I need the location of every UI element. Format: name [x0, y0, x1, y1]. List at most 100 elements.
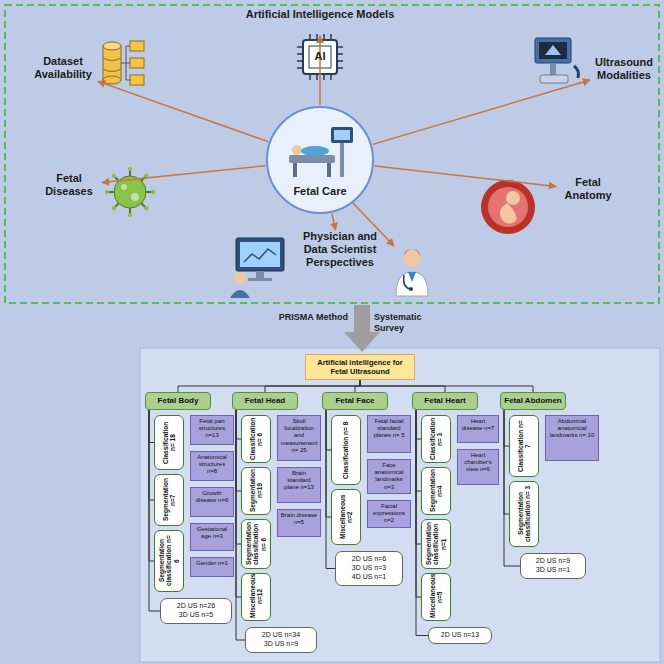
node-text: Classification n= 7 [517, 418, 532, 474]
step-label: PRISMA Method [268, 312, 348, 323]
topic-box: Heart disease n=7 [457, 415, 499, 443]
tree-panel [140, 348, 660, 662]
node-text: Brain disease n=5 [280, 512, 318, 526]
node-text: Fetal Heart [415, 396, 475, 406]
method-box: Segmentation n=19 [241, 467, 271, 515]
node-text: Classification n= 18 [162, 418, 177, 467]
arrow-line [373, 80, 590, 144]
node-text: Brain standard plane n=13 [280, 470, 318, 492]
topic-label: Artificial Intelligence Models [245, 8, 395, 36]
topic-box: Brain disease n=5 [277, 509, 321, 537]
topic-label: Fetal Anatomy [556, 176, 620, 204]
modality-box: 2D US n=93D US n=1 [520, 553, 586, 579]
monitor-icon [230, 238, 284, 298]
node-text: Segmentation classification n= 3 [517, 484, 532, 544]
node-text: Face anatomical landmarks n=3 [370, 462, 408, 491]
node-text: 2D US n=26 [164, 602, 228, 611]
node-text: 3D US n=1 [524, 566, 582, 575]
virus-spike [128, 213, 132, 217]
node-text: Fetal Abdomen [503, 396, 563, 406]
topic-box: Growth disease n=6 [190, 487, 234, 517]
dashed-frame [5, 5, 659, 303]
node-text: 4D US n=1 [339, 573, 399, 582]
node-text: Facial expressions n=2 [370, 503, 408, 525]
doctor-icon [396, 249, 428, 296]
node-text: Fetal Diseases [36, 172, 102, 198]
topic-box: Brain standard plane n=13 [277, 467, 321, 503]
method-box: Segmentation n=7 [154, 474, 184, 526]
method-box: Segmentation classification n= 3 [509, 481, 539, 547]
category-box: Fetal Face [322, 392, 388, 410]
topic-box: Skull localization and measurement n= 25 [277, 415, 321, 461]
node-text: Classification n= 6 [249, 418, 264, 460]
virus-spike [144, 206, 148, 210]
ultrasound-machine-icon [535, 38, 579, 83]
arrow-line [375, 166, 556, 186]
modality-box: 2D US n=13 [428, 627, 492, 644]
node-text: 3D US n=3 [339, 564, 399, 573]
virus-icon [105, 167, 155, 217]
node-text: Growth disease n=6 [193, 490, 231, 504]
modality-box: 2D US n=63D US n=34D US n=1 [335, 551, 403, 586]
node-text: Classification n= 8 [342, 418, 349, 482]
root-box: Artificial intelligence for Fetal Ultras… [305, 354, 415, 380]
virus-spike [112, 206, 116, 210]
arrow-line [98, 81, 268, 141]
topic-box: Gender n=1 [190, 557, 234, 577]
node-text: Abdominal anatomical landmarks n= 10 [548, 418, 596, 440]
node-text: Fetal Care [265, 105, 375, 197]
topic-box: Abdominal anatomical landmarks n= 10 [545, 415, 599, 461]
method-box: Miscellaneous n=5 [421, 573, 451, 621]
method-box: Classification n= 3 [421, 415, 451, 463]
topic-box: Face anatomical landmarks n=3 [367, 459, 411, 494]
category-box: Fetal Body [145, 392, 211, 410]
method-box: Miscellaneous n=12 [241, 573, 271, 621]
database-icon [103, 41, 144, 85]
node-text: Artificial Intelligence Models [245, 8, 395, 21]
tree-line [178, 380, 360, 392]
topic-box: Fetal part structures n=13 [190, 415, 234, 445]
category-box: Fetal Head [232, 392, 298, 410]
tree-line [355, 380, 360, 392]
node-text: Dataset Availability [28, 55, 98, 81]
node-text: Heart disease n=7 [460, 418, 496, 432]
topic-label: Fetal Diseases [36, 172, 102, 200]
virus-spike [151, 190, 155, 194]
method-box: Miscellaneous n=2 [331, 489, 361, 545]
tree-line [265, 380, 360, 392]
topic-box: Facial expressions n=2 [367, 500, 411, 528]
node-text: Fetal Body [148, 396, 208, 406]
node-text: Physician and Data Scientist Perspective… [292, 230, 388, 270]
node-text: 3D US n=5 [164, 611, 228, 620]
node-text: Heart chamber's view n=6 [460, 452, 496, 474]
topic-label: Ultrasound Modalities [590, 56, 658, 84]
modality-box: 2D US n=263D US n=5 [160, 598, 232, 624]
method-box: Classification n= 7 [509, 415, 539, 477]
topic-box: Anatomical structures n=8 [190, 451, 234, 481]
node-text: Segmentation classification n= 6 [158, 533, 180, 589]
arrow-line [319, 36, 321, 105]
category-box: Fetal Heart [412, 392, 478, 410]
node-text: Segmentation n=4 [429, 470, 444, 512]
node-text: Gender n=1 [193, 560, 231, 567]
node-text: Miscellaneous n=5 [429, 576, 444, 618]
node-text: Skull localization and measurement n= 25 [280, 418, 318, 454]
node-text: Fetal Face [325, 396, 385, 406]
node-text: Fetal part structures n=13 [193, 418, 231, 440]
method-box: Classification n= 8 [331, 415, 361, 485]
modality-box: 2D US n=343D US n=9 [245, 627, 317, 653]
method-box: Segmentation n=4 [421, 467, 451, 515]
arrow-line [332, 214, 336, 230]
method-box: Segmentation classification n= 6 [241, 519, 271, 569]
method-box: Segmentation classification n=1 [421, 519, 451, 569]
node-text: Classification n= 3 [429, 418, 444, 460]
topic-box: Heart chamber's view n=6 [457, 449, 499, 485]
hub-circle: Fetal Care [265, 105, 375, 215]
node-text: 2D US n=34 [249, 631, 313, 640]
virus-spike [128, 167, 132, 171]
hub-outline [265, 105, 375, 215]
node-text: Segmentation classification n=1 [425, 522, 447, 566]
tree-line [360, 380, 533, 392]
arrow-line [102, 166, 265, 183]
step-label: Systematic Survey [374, 312, 454, 334]
